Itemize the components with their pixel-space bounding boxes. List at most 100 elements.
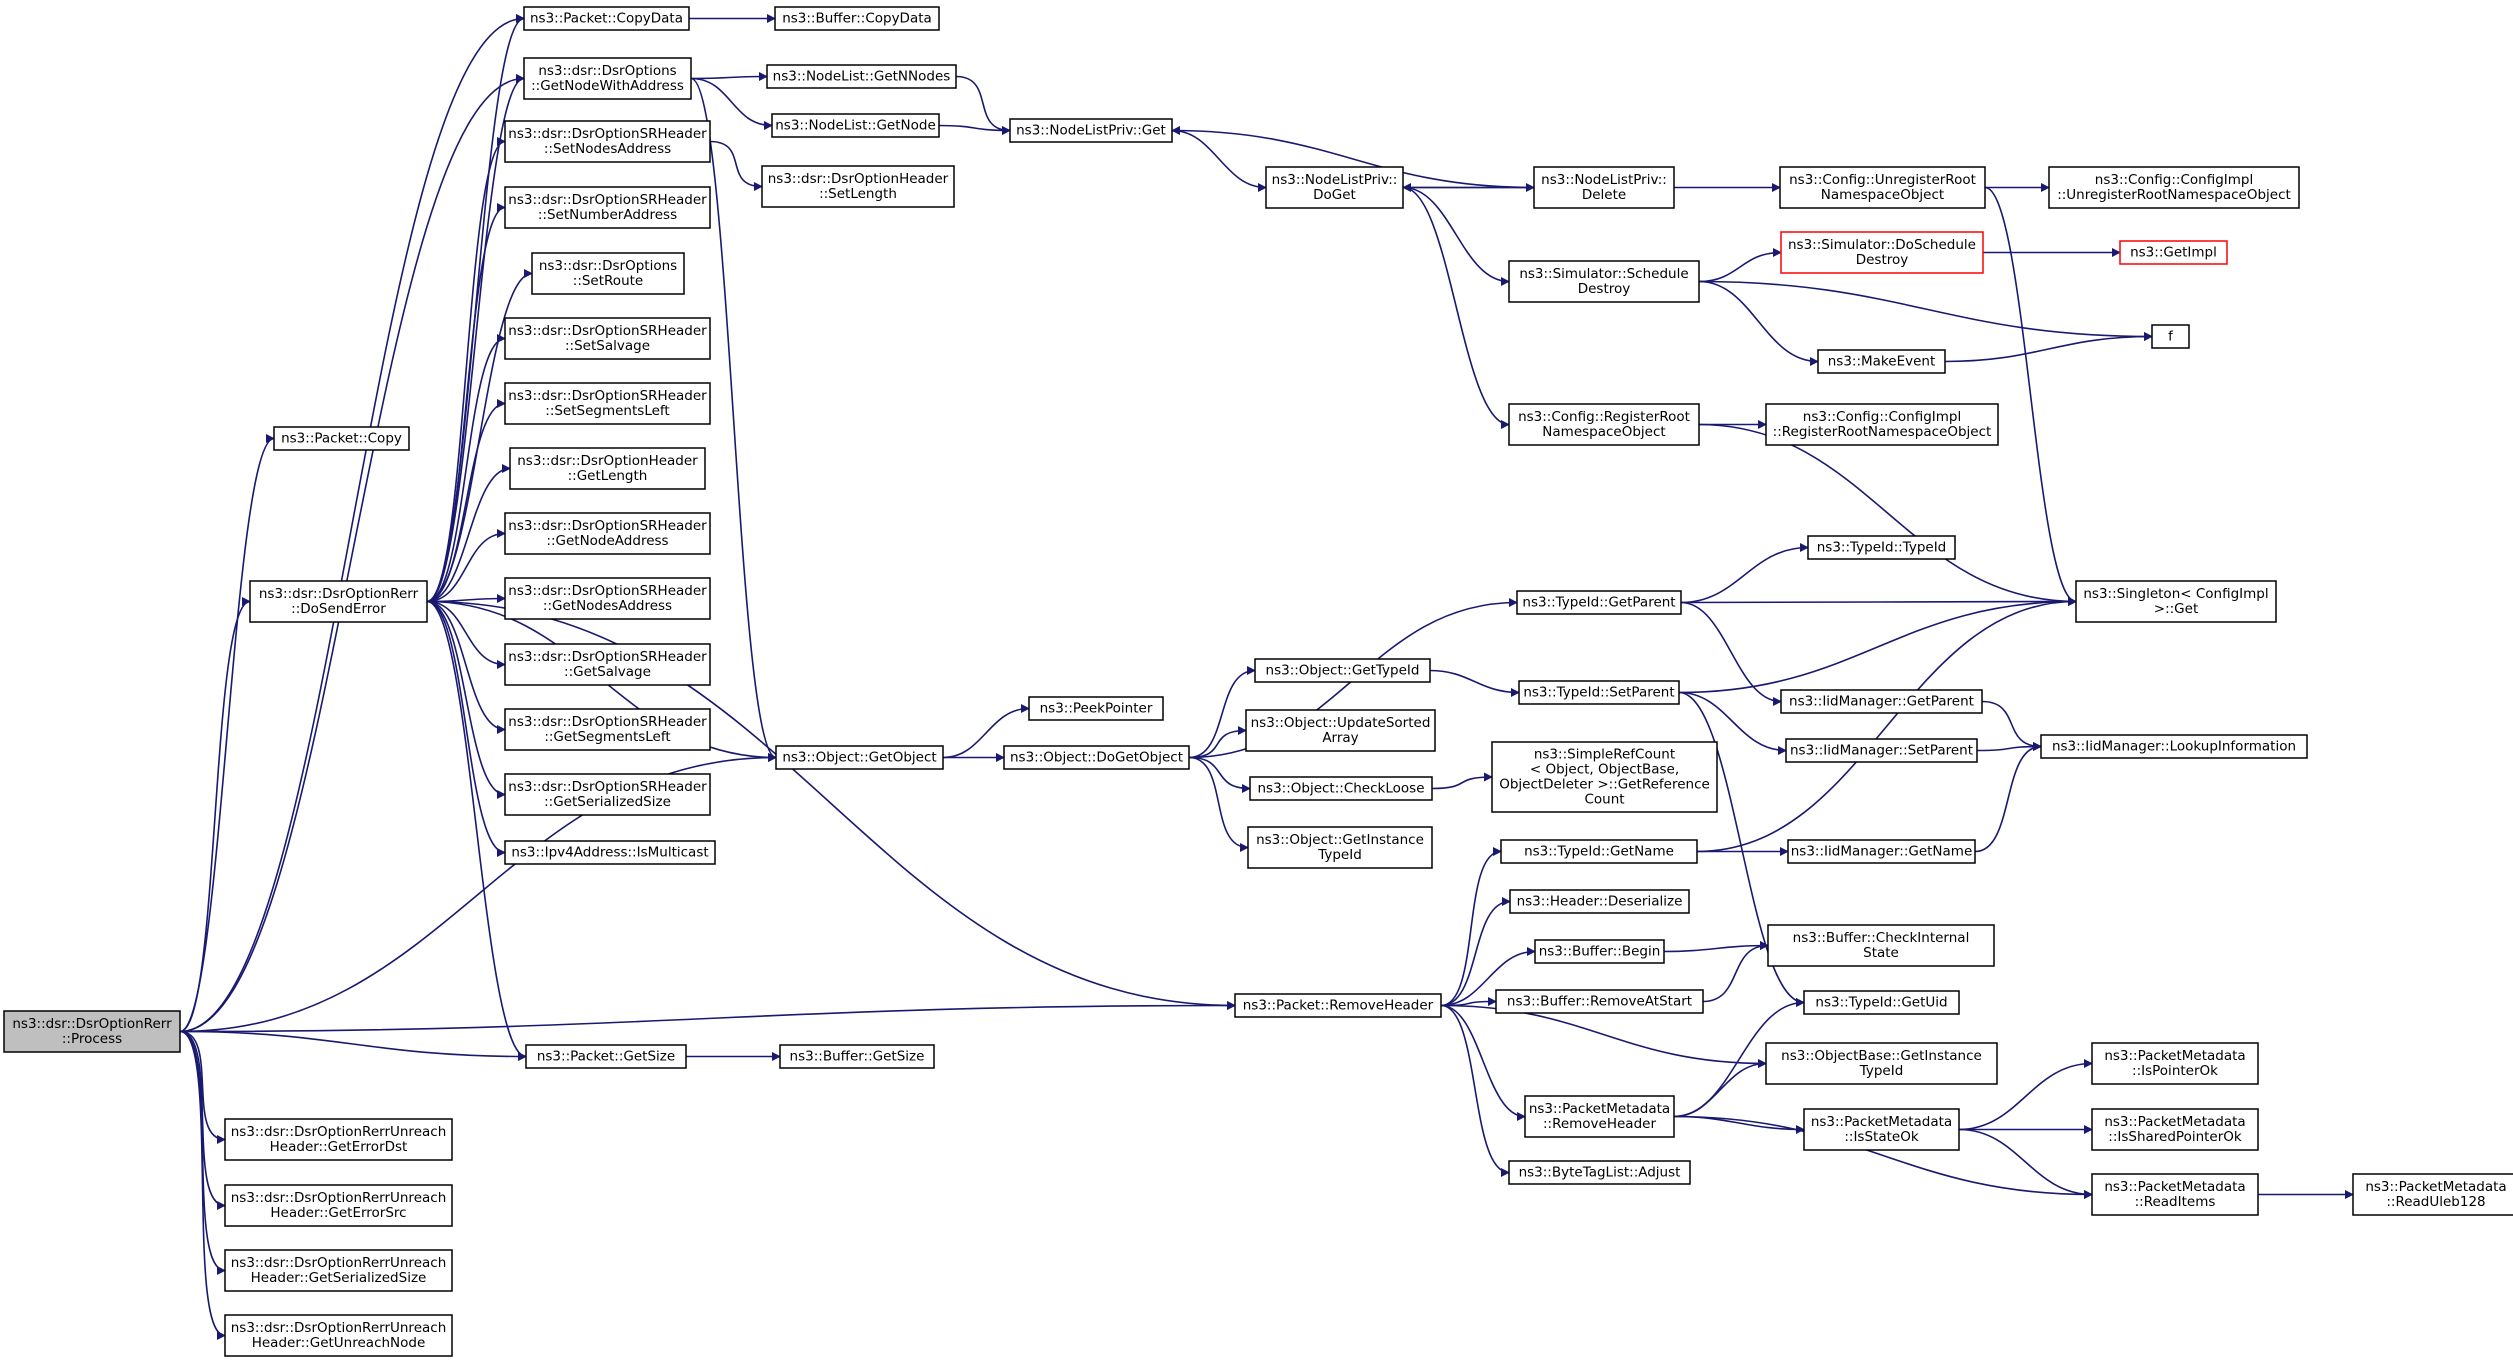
edge-dosenderror-to-getlength xyxy=(426,464,511,603)
node-setlength[interactable]: ns3::dsr::DsrOptionHeader::SetLength xyxy=(761,165,955,208)
node-cfgunregister[interactable]: ns3::Config::ConfigImpl::UnregisterRootN… xyxy=(2048,166,2300,209)
node-box xyxy=(771,113,940,138)
node-getnodewithaddress[interactable]: ns3::dsr::DsrOptions::GetNodeWithAddress xyxy=(523,57,692,100)
node-rerrsersize[interactable]: ns3::dsr::DsrOptionRerrUnreachHeader::Ge… xyxy=(224,1249,453,1292)
node-tsetparent[interactable]: ns3::TypeId::SetParent xyxy=(1518,680,1680,705)
node-getnode[interactable]: ns3::NodeList::GetNode xyxy=(771,113,940,138)
node-getsalvage[interactable]: ns3::dsr::DsrOptionSRHeader::GetSalvage xyxy=(504,643,711,686)
node-ismulticast[interactable]: ns3::Ipv4Address::IsMulticast xyxy=(504,840,716,865)
edge-scheduledestroy-to-makeevent xyxy=(1698,280,1819,366)
node-nlpdoget[interactable]: ns3::NodeListPriv::DoGet xyxy=(1265,166,1404,209)
node-gettypeid[interactable]: ns3::Object::GetTypeId xyxy=(1254,658,1431,683)
node-pmispointerok[interactable]: ns3::PacketMetadata::IsPointerOk xyxy=(2091,1042,2259,1085)
node-pmreaditems[interactable]: ns3::PacketMetadata::ReadItems xyxy=(2091,1173,2259,1216)
node-ttypeid[interactable]: ns3::TypeId::TypeId xyxy=(1807,535,1956,560)
node-errordst[interactable]: ns3::dsr::DsrOptionRerrUnreachHeader::Ge… xyxy=(224,1118,453,1161)
node-getnodesaddress[interactable]: ns3::dsr::DsrOptionSRHeader::GetNodesAdd… xyxy=(504,577,711,620)
node-label: ns3::Config::RegisterRoot xyxy=(1518,409,1690,425)
edge-nlpget-to-nlpdoget xyxy=(1171,129,1267,192)
node-hdeserialize[interactable]: ns3::Header::Deserialize xyxy=(1509,889,1690,914)
node-iidgetname[interactable]: ns3::IidManager::GetName xyxy=(1787,839,1976,864)
node-buffercopydata[interactable]: ns3::Buffer::CopyData xyxy=(774,6,940,31)
node-copy[interactable]: ns3::Packet::Copy xyxy=(273,426,410,451)
node-makeevent[interactable]: ns3::MakeEvent xyxy=(1817,349,1946,374)
node-getobject[interactable]: ns3::Object::GetObject xyxy=(775,745,944,770)
node-registerroot[interactable]: ns3::Config::RegisterRootNamespaceObject xyxy=(1508,403,1700,446)
node-label: ns3::NodeListPriv:: xyxy=(1272,172,1398,188)
node-peekpointer[interactable]: ns3::PeekPointer xyxy=(1028,696,1164,721)
node-dogetobject[interactable]: ns3::Object::DoGetObject xyxy=(1003,745,1190,770)
node-unregisterroot[interactable]: ns3::Config::UnregisterRootNamespaceObje… xyxy=(1779,166,1986,209)
node-f[interactable]: f xyxy=(2151,324,2190,349)
node-buffergetsize[interactable]: ns3::Buffer::GetSize xyxy=(779,1044,935,1069)
node-setsegmentsleft[interactable]: ns3::dsr::DsrOptionSRHeader::SetSegments… xyxy=(504,382,711,425)
node-label: ns3::NodeListPriv::Get xyxy=(1016,123,1166,139)
node-label: ns3::ByteTagList::Adjust xyxy=(1519,1165,1681,1181)
node-bufbegin[interactable]: ns3::Buffer::Begin xyxy=(1534,939,1665,964)
node-label: ns3::Simulator::DoSchedule xyxy=(1788,237,1976,253)
node-box xyxy=(224,1314,453,1357)
node-getimpl[interactable]: ns3::GetImpl xyxy=(2119,240,2228,265)
node-label: ns3::dsr::DsrOptionSRHeader xyxy=(508,649,707,665)
node-cfgregister[interactable]: ns3::Config::ConfigImpl::RegisterRootNam… xyxy=(1765,403,1999,446)
node-tgetparent[interactable]: ns3::TypeId::GetParent xyxy=(1516,590,1682,615)
node-setnumberaddress[interactable]: ns3::dsr::DsrOptionSRHeader::SetNumberAd… xyxy=(504,186,711,229)
node-pmremoveheader[interactable]: ns3::PacketMetadata::RemoveHeader xyxy=(1524,1095,1675,1138)
node-getsegmentsleft[interactable]: ns3::dsr::DsrOptionSRHeader::GetSegments… xyxy=(504,708,711,751)
node-nlpget[interactable]: ns3::NodeListPriv::Get xyxy=(1009,118,1173,143)
node-box xyxy=(1787,839,1976,864)
node-tgetuid[interactable]: ns3::TypeId::GetUid xyxy=(1803,990,1960,1015)
node-bufremoveatstart[interactable]: ns3::Buffer::RemoveAtStart xyxy=(1495,989,1704,1014)
node-label: Header::GetErrorSrc xyxy=(270,1205,406,1221)
edge-scheduledestroy-to-doscheduledestroy xyxy=(1698,248,1782,283)
node-removeheader[interactable]: ns3::Packet::RemoveHeader xyxy=(1234,993,1442,1018)
node-process[interactable]: ns3::dsr::DsrOptionRerr::Process xyxy=(3,1010,181,1053)
node-checkloose[interactable]: ns3::Object::CheckLoose xyxy=(1249,776,1433,801)
node-srsersize[interactable]: ns3::dsr::DsrOptionSRHeader::GetSerializ… xyxy=(504,773,711,816)
node-box xyxy=(2040,734,2308,759)
node-dosenderror[interactable]: ns3::dsr::DsrOptionRerr::DoSendError xyxy=(249,580,428,623)
edge-tgetparent-to-singletonget xyxy=(1680,597,2077,607)
node-box xyxy=(1765,1042,1998,1085)
node-singletonget[interactable]: ns3::Singleton< ConfigImpl >::Get xyxy=(2075,580,2277,623)
node-box xyxy=(504,840,716,865)
node-getnodeaddress[interactable]: ns3::dsr::DsrOptionSRHeader::GetNodeAddr… xyxy=(504,512,711,555)
node-box xyxy=(2352,1173,2513,1216)
node-packetgetsize[interactable]: ns3::Packet::GetSize xyxy=(525,1044,687,1069)
node-label: DoGet xyxy=(1313,187,1356,203)
node-box xyxy=(1533,166,1675,209)
node-iidsetparent[interactable]: ns3::IidManager::SetParent xyxy=(1785,738,1978,763)
edge-pmremoveheader-to-pmreaditems xyxy=(1673,1115,2093,1199)
node-refcount[interactable]: ns3::SimpleRefCount< Object, ObjectBase,… xyxy=(1491,741,1718,813)
node-unreachnode[interactable]: ns3::dsr::DsrOptionRerrUnreachHeader::Ge… xyxy=(224,1314,453,1357)
edge-dosenderror-to-getsalvage xyxy=(426,600,506,669)
node-nlpdelete[interactable]: ns3::NodeListPriv::Delete xyxy=(1533,166,1675,209)
edge-process-to-errordst xyxy=(179,1030,226,1144)
node-pmreaduleb[interactable]: ns3::PacketMetadata::ReadUleb128 xyxy=(2352,1173,2513,1216)
node-setroute[interactable]: ns3::dsr::DsrOptions::SetRoute xyxy=(531,252,685,295)
node-label: ns3::IidManager::GetName xyxy=(1791,844,1973,860)
node-tgetname[interactable]: ns3::TypeId::GetName xyxy=(1500,839,1698,864)
node-btladjust[interactable]: ns3::ByteTagList::Adjust xyxy=(1508,1160,1691,1185)
node-getnnodes[interactable]: ns3::NodeList::GetNNodes xyxy=(766,64,957,89)
node-pmissharedok[interactable]: ns3::PacketMetadata::IsSharedPointerOk xyxy=(2091,1108,2259,1151)
edge-process-to-unreachnode xyxy=(179,1030,226,1340)
node-copydata[interactable]: ns3::Packet::CopyData xyxy=(523,6,690,31)
node-pmisstateok[interactable]: ns3::PacketMetadata::IsStateOk xyxy=(1803,1108,1960,1151)
node-iidgetparent[interactable]: ns3::IidManager::GetParent xyxy=(1780,689,1983,714)
node-box xyxy=(504,186,711,229)
node-label: ::SetNodesAddress xyxy=(544,141,671,157)
node-errorsrc[interactable]: ns3::dsr::DsrOptionRerrUnreachHeader::Ge… xyxy=(224,1184,453,1227)
node-label: ns3::TypeId::GetUid xyxy=(1815,995,1947,1011)
node-getlength[interactable]: ns3::dsr::DsrOptionHeader::GetLength xyxy=(509,447,706,490)
node-setsalvage[interactable]: ns3::dsr::DsrOptionSRHeader::SetSalvage xyxy=(504,317,711,360)
node-setnodesaddress[interactable]: ns3::dsr::DsrOptionSRHeader::SetNodesAdd… xyxy=(504,120,711,163)
node-iidlookup[interactable]: ns3::IidManager::LookupInformation xyxy=(2040,734,2308,759)
node-label: ns3::dsr::DsrOptionSRHeader xyxy=(508,779,707,795)
